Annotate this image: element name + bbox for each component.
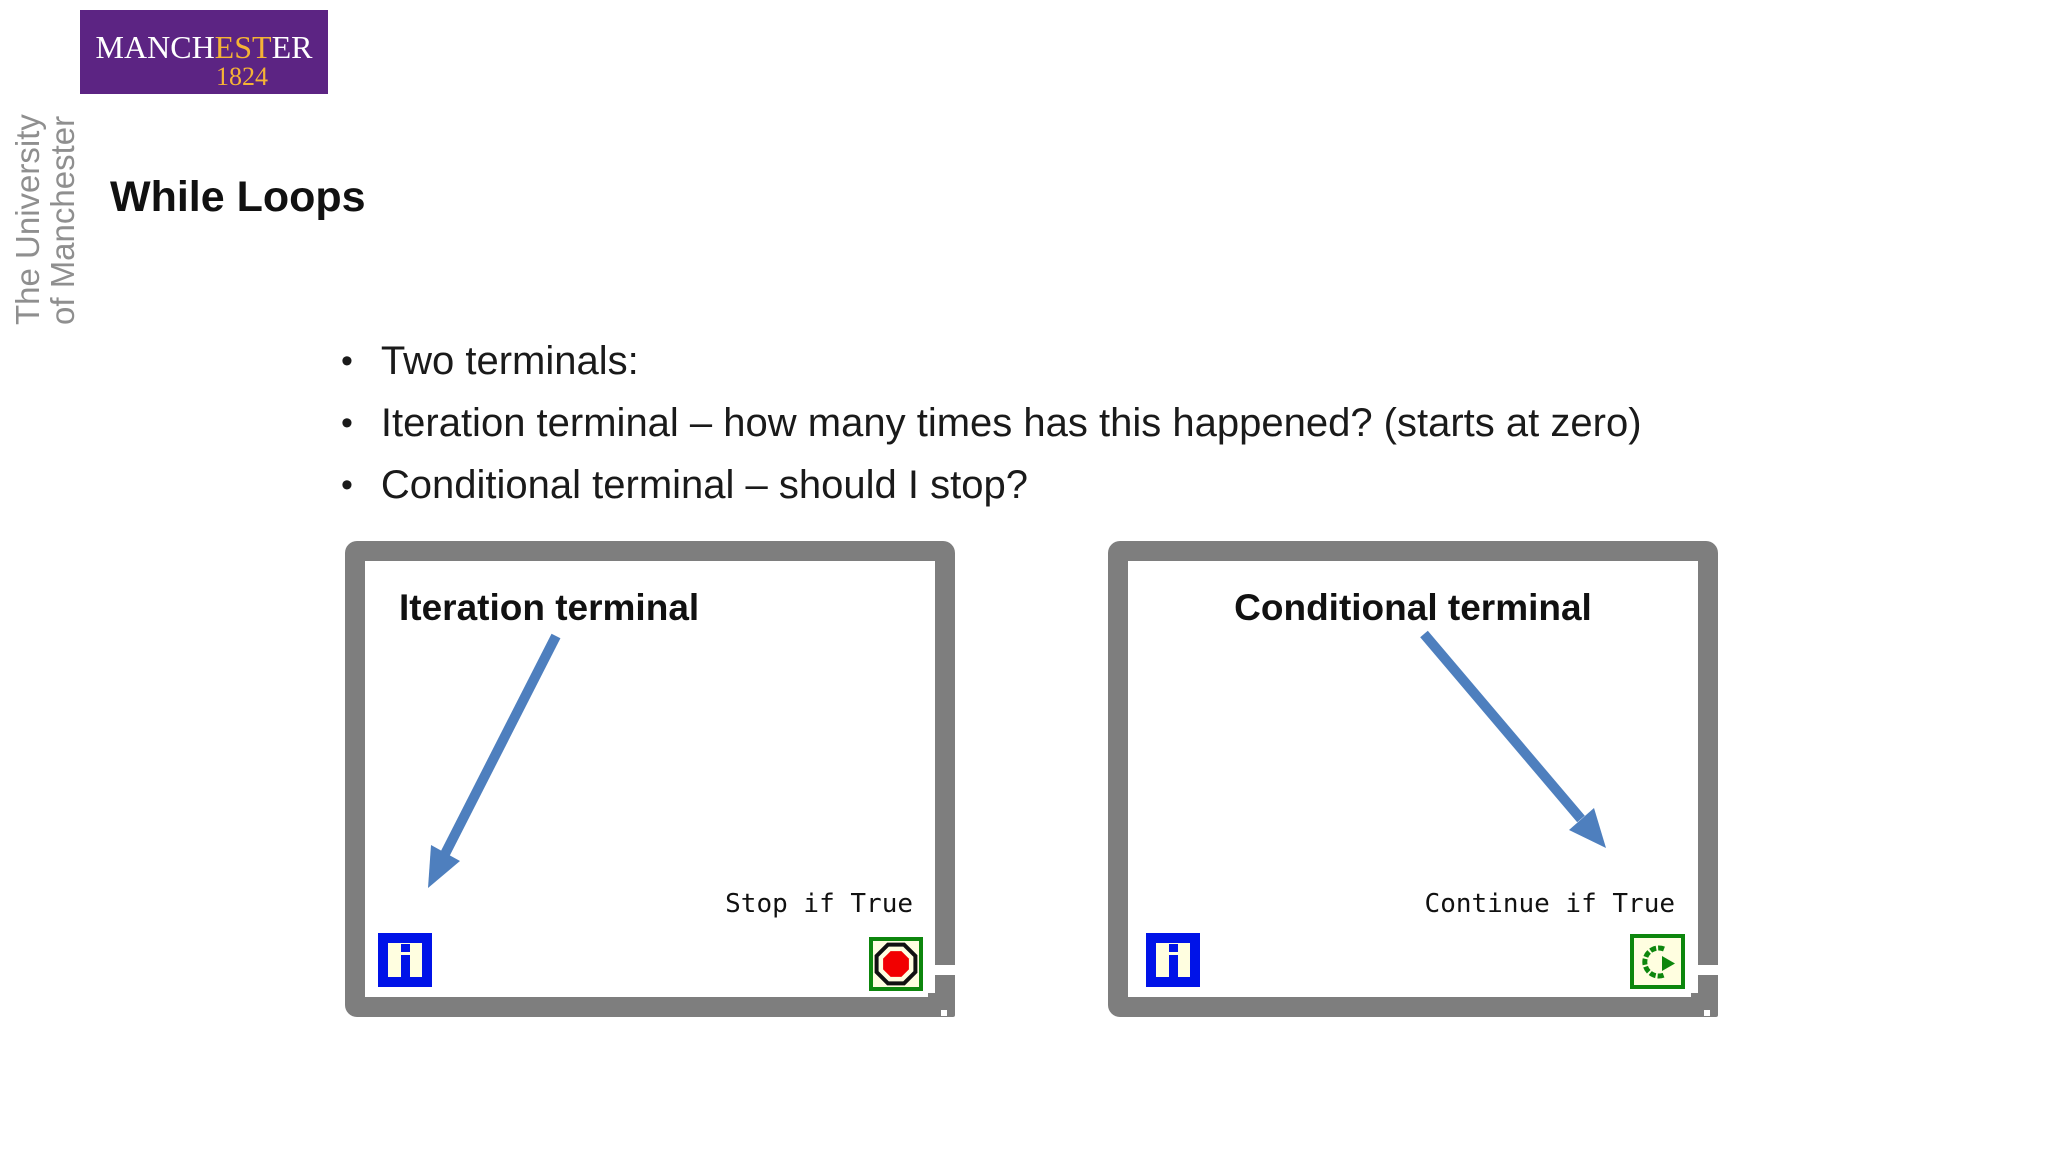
logo-text-highlight: EST — [214, 29, 272, 65]
iteration-terminal-icon — [1146, 933, 1200, 987]
logo-wordmark: MANCHESTER — [80, 31, 328, 63]
iteration-terminal-label: Iteration terminal — [399, 587, 700, 628]
bullet-text: Conditional terminal – should I stop? — [380, 462, 1028, 507]
stop-terminal-icon — [869, 937, 923, 991]
stop-if-true-caption: Stop if True — [725, 889, 913, 919]
bullet-dot: • — [341, 465, 353, 504]
letter-i-glyph — [1168, 943, 1178, 977]
conditional-terminal-label: Conditional terminal — [1234, 587, 1592, 628]
annotation-arrow-icon — [1420, 630, 1606, 848]
logo-year: 1824 — [216, 62, 268, 91]
loop-border-gap — [935, 965, 955, 975]
university-logo: MANCHESTER 1824 — [80, 10, 328, 94]
continue-terminal-icon — [1630, 934, 1685, 989]
while-loop-diagram-iteration: Iteration terminal Stop if True — [345, 541, 955, 1017]
vertical-brand-text: The University of Manchester — [9, 105, 81, 325]
loop-border-gap — [1698, 965, 1718, 975]
bullet-dot: • — [341, 341, 353, 380]
bullet-dot: • — [341, 403, 353, 442]
letter-i-glyph — [400, 943, 410, 977]
logo-text-suffix: ER — [271, 29, 313, 65]
logo-text-prefix: MANCH — [95, 29, 215, 65]
list-item: • Conditional terminal – should I stop? — [341, 454, 1642, 516]
loop-border-step — [928, 993, 955, 1005]
page-title: While Loops — [110, 173, 366, 221]
continue-if-true-caption: Continue if True — [1424, 889, 1675, 919]
loop-border-notch — [941, 1010, 947, 1016]
vertical-brand-line2: of Manchester — [44, 115, 81, 325]
bullet-list: • Two terminals: • Iteration terminal – … — [341, 330, 1642, 516]
list-item: • Two terminals: — [341, 330, 1642, 392]
iteration-terminal-icon — [378, 933, 432, 987]
while-loop-diagram-conditional: Conditional terminal Continue if True — [1108, 541, 1718, 1017]
loop-border-step — [1691, 993, 1718, 1005]
bullet-text: Two terminals: — [380, 338, 639, 383]
annotation-arrow-icon — [428, 633, 561, 888]
loop-border-notch — [1704, 1010, 1710, 1016]
list-item: • Iteration terminal – how many times ha… — [341, 392, 1642, 454]
vertical-brand-line1: The University — [9, 114, 46, 325]
bullet-text: Iteration terminal – how many times has … — [380, 400, 1642, 445]
